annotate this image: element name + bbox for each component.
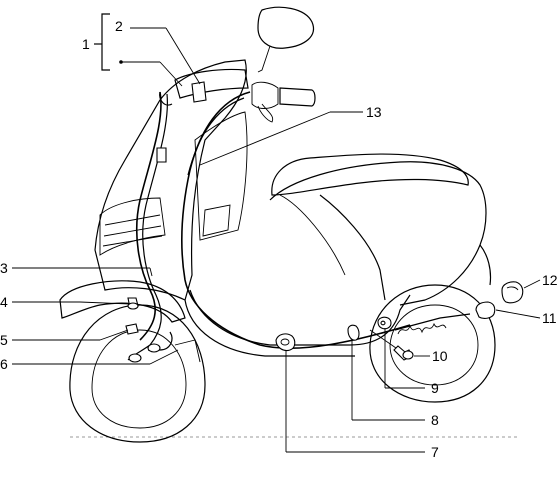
part-8-clamp (347, 324, 360, 341)
part-11-grommet (475, 301, 496, 319)
part-10-screw (393, 345, 414, 361)
callout-10: 10 (432, 348, 448, 364)
part-9-clip (377, 316, 392, 330)
callout-6: 6 (0, 356, 8, 372)
callout-3: 3 (0, 260, 8, 276)
callout-7: 7 (431, 444, 439, 460)
callout-1-bullet (119, 60, 123, 64)
cable-assembly (127, 81, 471, 363)
callout-1: 1 (82, 36, 90, 52)
callout-2: 2 (115, 18, 123, 34)
callout-labels: 1 2 3 4 5 6 7 8 9 10 11 12 13 (0, 18, 558, 460)
part-12-plug (501, 281, 524, 304)
part-5-bolt (127, 297, 139, 310)
part-7-grommet (275, 333, 296, 352)
scooter-outline (59, 6, 496, 443)
part-5-nut (125, 323, 139, 335)
leader-lines (12, 13, 541, 453)
callout-13: 13 (366, 104, 382, 120)
callout-8: 8 (431, 412, 439, 428)
callout-11: 11 (542, 310, 557, 326)
callout-12: 12 (542, 272, 558, 288)
callout-4: 4 (0, 294, 8, 310)
callout-5: 5 (0, 332, 8, 348)
callout-9: 9 (431, 380, 439, 396)
